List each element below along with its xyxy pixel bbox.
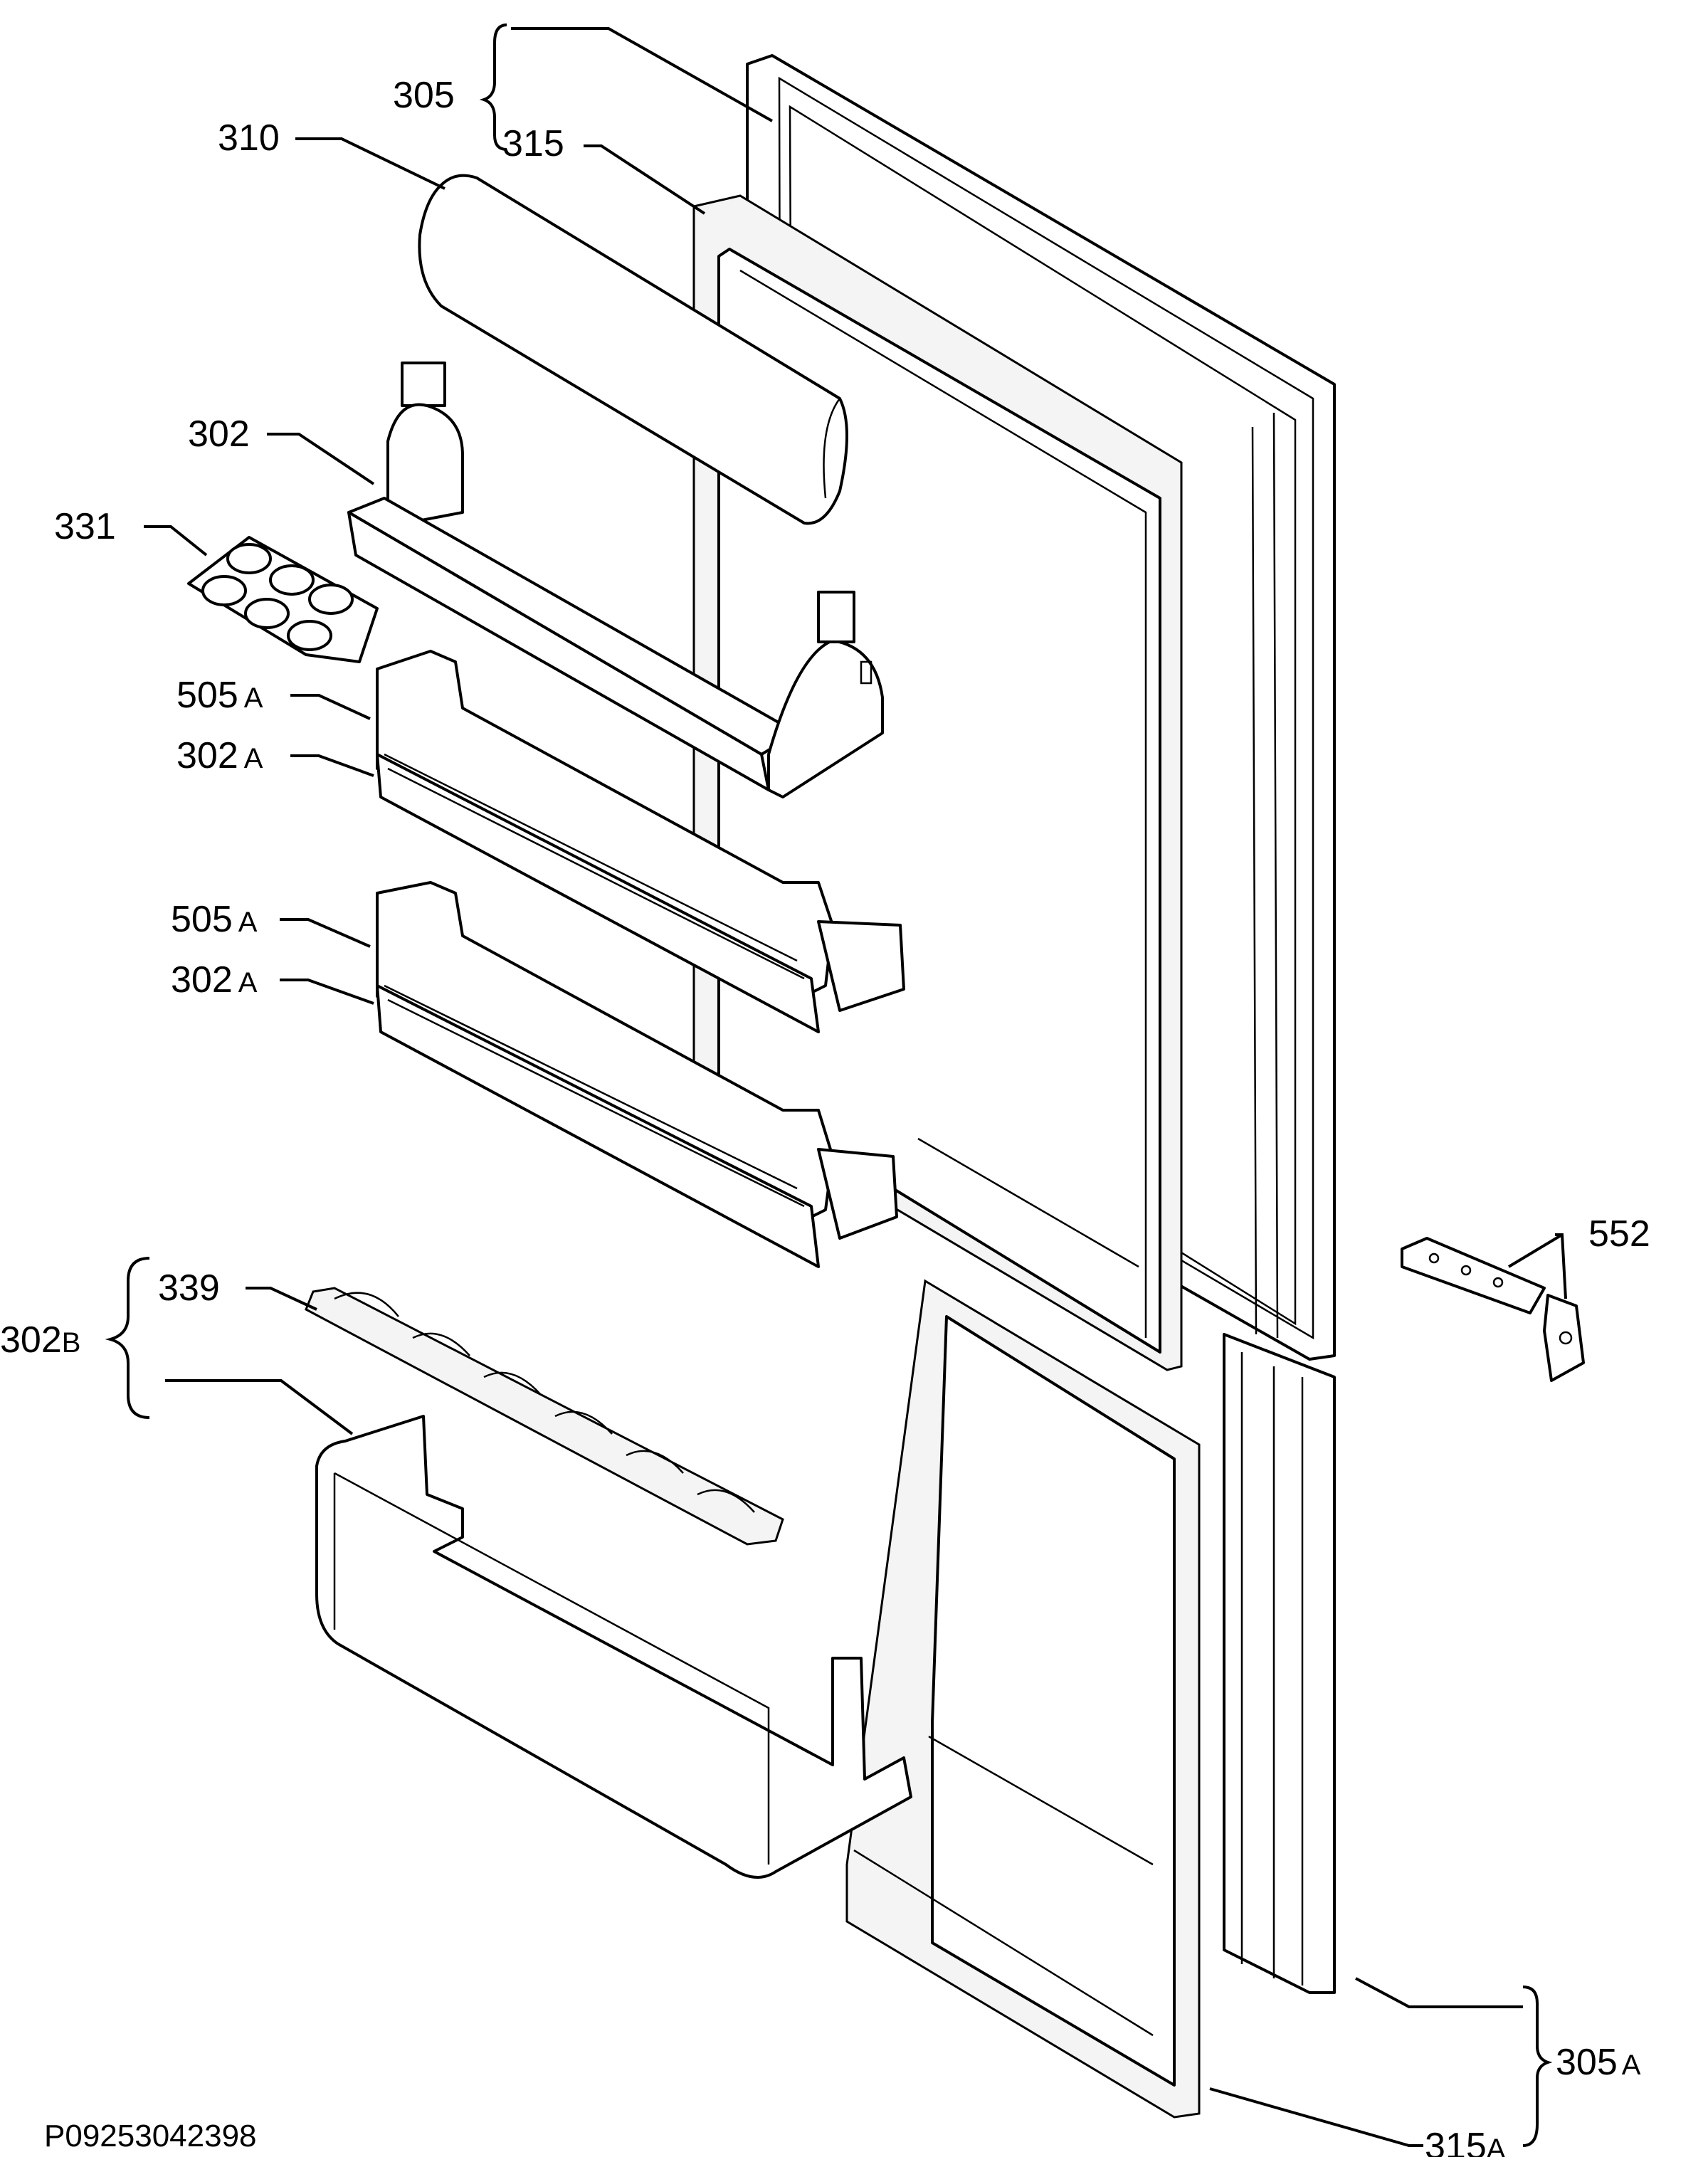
egg-cups [201,543,354,651]
label-552: 552 [1588,1213,1650,1255]
bottle-rack-302b [315,1415,912,1879]
dairy-cover-310 [418,174,848,525]
door-shelf-302 [347,362,884,798]
lower-door-305a [1223,1333,1336,1994]
label-302: 302 [188,413,250,455]
label-339: 339 [158,1267,220,1309]
egg-tray-331 [187,536,379,663]
label-305: 305 [393,75,455,116]
upper-gasket-315 [692,194,1183,1371]
lower-gasket-315a [845,1279,1201,2119]
bottle-retainer-339 [305,1287,784,1546]
braces [105,23,1553,2147]
label-310: 310 [218,117,280,159]
hinge-552 [1401,1237,1585,1382]
label-302b: 302B [0,1319,81,1361]
leader-lines [144,27,1567,2147]
label-315a: 315A [1425,2126,1506,2157]
label-315: 315 [502,123,564,164]
drawing-code: P09253042398 [44,2119,257,2153]
bottle-shelf-302a-lower [376,881,898,1268]
label-331: 331 [54,506,116,547]
brace-305a [1522,1985,1553,2147]
brace-302b [105,1257,150,1419]
brace-305 [479,23,507,151]
bottle-shelf-302a-upper [376,650,905,1033]
